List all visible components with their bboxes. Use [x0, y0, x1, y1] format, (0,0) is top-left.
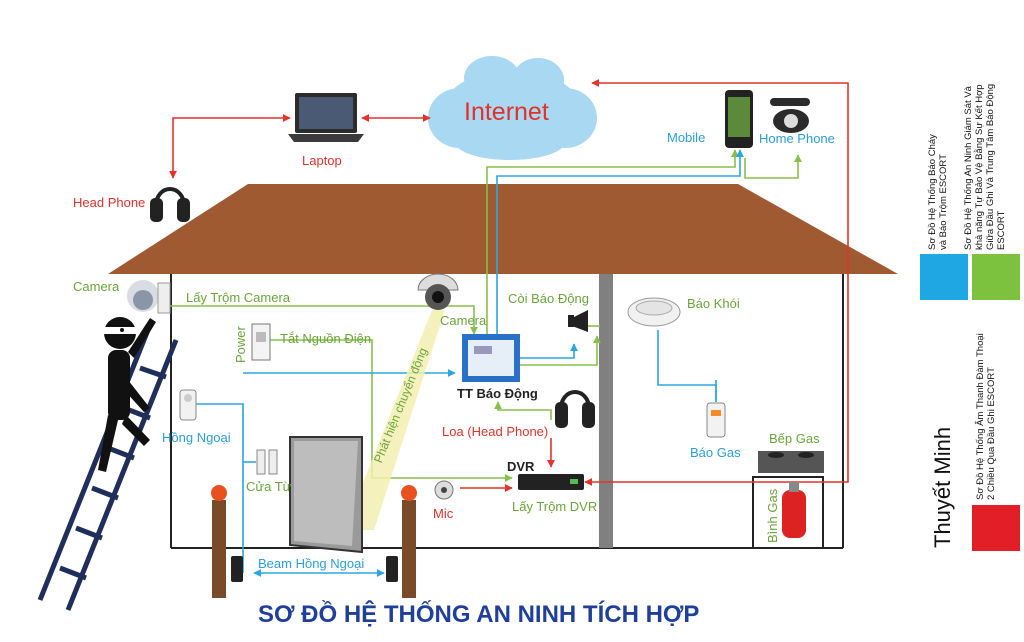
legend-swatch-green — [972, 254, 1020, 300]
internet-label: Internet — [464, 98, 549, 126]
house-outline — [170, 270, 844, 549]
home-phone-label: Home Phone — [759, 131, 835, 146]
lay-trom-camera-label: Lấy Trộm Camera — [186, 290, 291, 305]
home-phone-icon — [770, 98, 810, 133]
bao-gas-label: Báo Gas — [690, 445, 741, 460]
lay-trom-dvr-label: Lấy Trộm DVR — [512, 499, 598, 514]
door-sensor-icon — [256, 449, 278, 475]
lamp-post-icon — [211, 485, 417, 598]
mic-label: Mic — [433, 506, 454, 521]
legend-heading: Thuyết Minh — [930, 426, 955, 548]
legend-swatch-blue — [920, 254, 968, 300]
legend-item-blue: Sơ Đồ Hệ Thống Báo Cháy và Báo Trộm ESCO… — [927, 134, 950, 250]
smoke-detector-icon — [627, 297, 681, 327]
bao-khoi-label: Báo Khói — [687, 296, 740, 311]
dome-camera-icon — [417, 273, 459, 310]
gas-cylinder-icon — [782, 482, 806, 538]
door-icon — [289, 436, 363, 554]
binh-gas-label: Bình Gas — [765, 488, 780, 543]
legend-green-line-4: ESCORT — [995, 210, 1007, 250]
green-connections — [170, 149, 802, 482]
mobile-label: Mobile — [667, 130, 706, 145]
mobile-icon — [725, 90, 753, 148]
kitchen-cabinet — [752, 476, 824, 549]
power-switch-icon — [251, 323, 271, 361]
motion-cone — [344, 310, 445, 530]
blue-connections — [196, 149, 744, 577]
cua-tu-label: Cửa Từ — [246, 479, 292, 494]
dvr-icon — [518, 474, 584, 490]
mic-icon — [434, 480, 454, 500]
headphone-icon — [555, 390, 595, 428]
pir-sensor-icon — [179, 389, 197, 421]
loa-head-phone-label: Loa (Head Phone) — [442, 424, 549, 439]
headphone-icon — [150, 187, 190, 222]
camera-outdoor-label: Camera — [73, 279, 120, 294]
legend-blue-line-2: và Báo Trộm ESCORT — [937, 154, 949, 250]
tt-bao-dong-label: TT Báo Động — [457, 386, 538, 401]
hong-ngoai-label: Hồng Ngoại — [162, 430, 231, 445]
beam-sensor-icon — [231, 556, 398, 582]
thief-icon — [98, 317, 156, 472]
dvr-label: DVR — [507, 459, 535, 474]
laptop-icon — [288, 93, 364, 142]
legend-item-red: Sơ Đồ Hệ Thống Âm Thanh Đàm Thoại 2 Chiề… — [975, 333, 998, 500]
wall-divider — [599, 272, 613, 548]
legend-item-green: Sơ Đồ Hệ Thống An Ninh Giám Sát Và khả n… — [963, 84, 1008, 250]
alarm-panel-icon — [462, 334, 520, 382]
legend-red-line-2: 2 Chiều Qua Đầu Ghi ESCORT — [985, 367, 997, 500]
gas-stove-icon — [758, 451, 824, 473]
head-phone-label: Head Phone — [73, 195, 146, 210]
power-label: Power — [233, 326, 248, 363]
beam-hong-ngoai-label: Beam Hồng Ngoại — [258, 556, 365, 571]
tat-nguon-dien-label: Tắt Nguồn Điện — [280, 331, 372, 346]
cloud-icon — [428, 56, 597, 160]
siren-icon — [568, 310, 588, 332]
camera-icon — [127, 280, 171, 314]
legend-swatch-red — [972, 505, 1020, 551]
coi-bao-dong-label: Còi Báo Động — [508, 291, 589, 306]
red-connections — [169, 79, 849, 492]
gas-detector-icon — [706, 402, 726, 438]
laptop-label: Laptop — [302, 153, 342, 168]
camera-center-label: Camera — [440, 313, 487, 328]
bep-gas-label: Bếp Gas — [769, 431, 820, 446]
roof — [108, 184, 898, 274]
page-title: SƠ ĐỒ HỆ THỐNG AN NINH TÍCH HỢP — [258, 601, 700, 628]
